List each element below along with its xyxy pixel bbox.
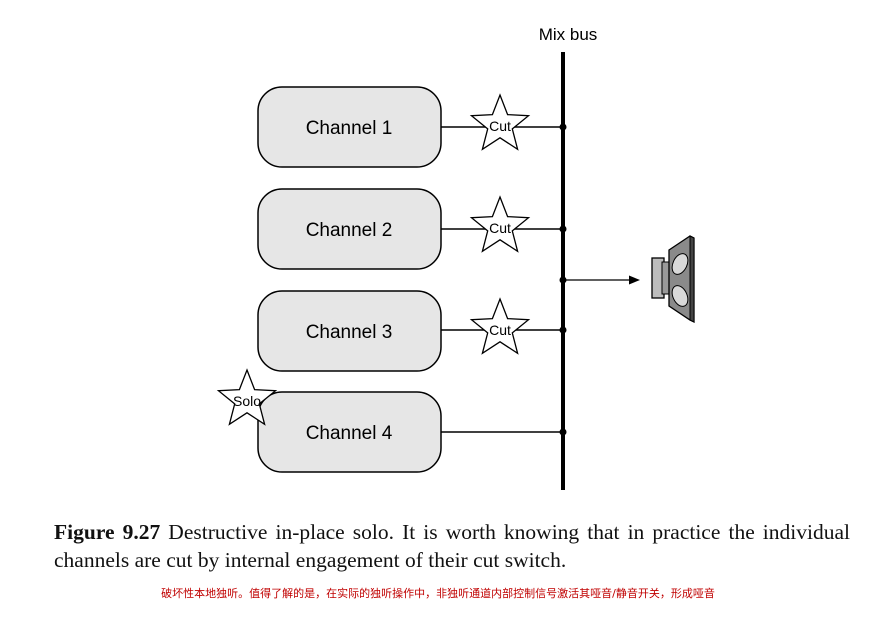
bus-junction: [559, 428, 567, 436]
cut-switch-label: Cut: [489, 220, 511, 236]
channel-box: [257, 290, 442, 372]
channel-label: Channel 2: [306, 220, 393, 241]
channel-4: Channel 4 Solo: [216, 368, 567, 473]
star-icon: [469, 297, 531, 355]
channel-3: Channel 3 Cut: [257, 290, 567, 372]
speaker-icon: [651, 235, 695, 324]
figure-number: Figure 9.27: [54, 520, 161, 544]
bus-junction: [559, 225, 567, 233]
star-icon: [216, 368, 278, 426]
chinese-note: 破坏性本地独听。值得了解的是，在实际的独听操作中，非独听通道内部控制信号激活其哑…: [161, 587, 715, 600]
star-icon: [469, 195, 531, 253]
solo-switch-label: Solo: [233, 393, 261, 409]
cut-switch-label: Cut: [489, 118, 511, 134]
channel-label: Channel 1: [306, 118, 393, 139]
bus-junction: [559, 123, 567, 131]
mix-bus-label: Mix bus: [539, 25, 598, 44]
solo-diagram: Mix bus Channel 1 Cut Channel 2 Cut Chan…: [216, 25, 695, 490]
channel-1: Channel 1 Cut: [257, 86, 567, 168]
channel-label: Channel 3: [306, 322, 393, 343]
channel-2: Channel 2 Cut: [257, 188, 567, 270]
cut-switch-label: Cut: [489, 322, 511, 338]
bus-junction: [559, 326, 567, 334]
figure-caption: Figure 9.27 Destructive in-place solo. I…: [54, 518, 850, 574]
star-icon: [469, 93, 531, 151]
arrowhead-icon: [629, 275, 640, 285]
caption-text: Destructive in-place solo. It is worth k…: [54, 520, 850, 572]
channel-label: Channel 4: [306, 423, 393, 444]
